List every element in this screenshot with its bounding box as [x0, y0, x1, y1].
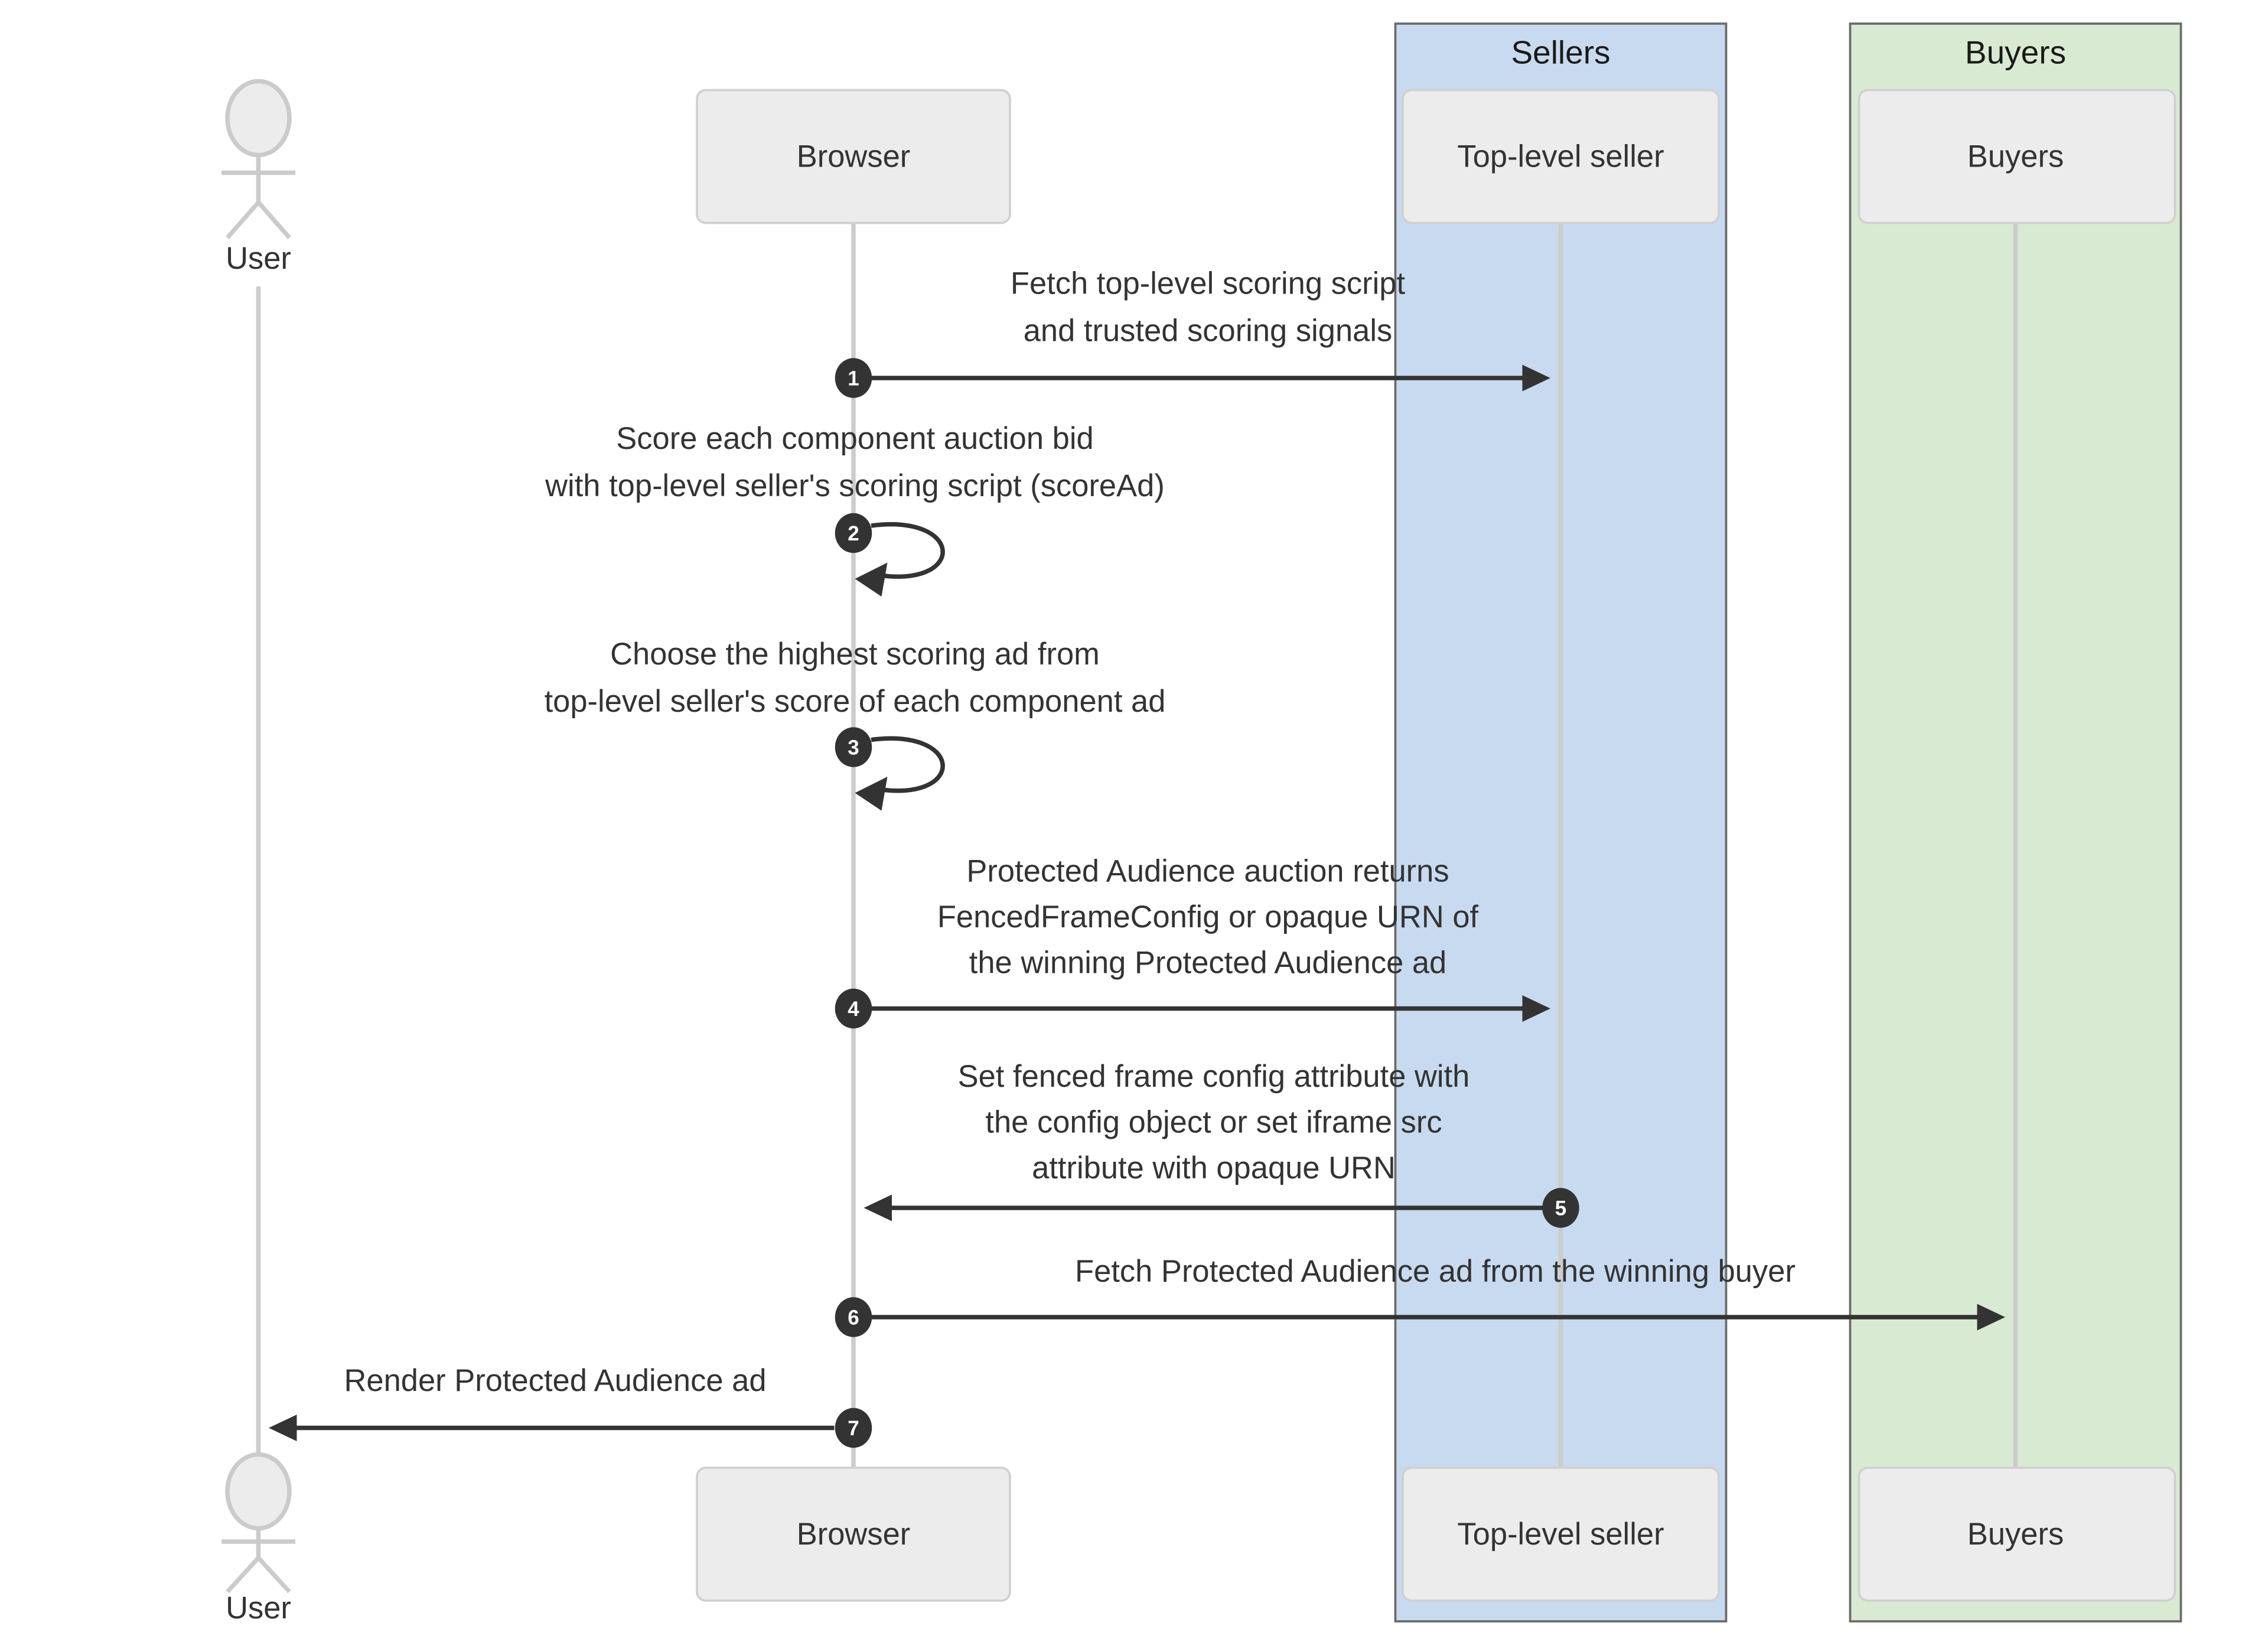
buyers-label-top: Buyers	[1967, 139, 2064, 174]
top-level-seller-label-top: Top-level seller	[1457, 139, 1664, 174]
browser-box-top	[696, 89, 1011, 224]
message-2-number: 2	[848, 522, 859, 545]
buyers-box-bottom	[1858, 1467, 2176, 1602]
message-6-arrowhead	[1977, 1304, 2005, 1331]
message-4-arrowhead	[1522, 995, 1550, 1022]
message-7-text-line-1: Render Protected Audience ad	[344, 1363, 766, 1398]
buyers-label-bottom: Buyers	[1967, 1517, 2064, 1552]
message-6-number-badge	[835, 1297, 872, 1337]
browser-box-bottom	[696, 1467, 1011, 1602]
user-label-bottom: User	[226, 1591, 291, 1625]
message-3-number-badge	[835, 727, 872, 767]
message-1-number: 1	[848, 367, 859, 390]
message-4-text-line-2: FencedFrameConfig or opaque URN of	[937, 900, 1479, 934]
sellers-band-title: Sellers	[1511, 34, 1610, 71]
actor-top-level-seller-top: Top-level seller	[1402, 89, 1720, 224]
user-label-top: User	[226, 241, 291, 276]
message-3: Choose the highest scoring ad from top-l…	[545, 637, 1166, 811]
buyers-band-title: Buyers	[1965, 34, 2066, 71]
message-2: Score each component auction bid with to…	[545, 421, 1165, 597]
top-level-seller-box-bottom	[1402, 1467, 1720, 1602]
message-5-text-line-3: attribute with opaque URN	[1032, 1151, 1396, 1185]
browser-label-bottom: Browser	[797, 1517, 911, 1552]
message-5-number-badge	[1542, 1188, 1579, 1228]
message-5-text-line-2: the config object or set iframe src	[985, 1105, 1442, 1140]
message-3-text-line-2: top-level seller's score of each compone…	[545, 684, 1166, 719]
message-7-arrowhead	[269, 1415, 297, 1441]
user-figure-right-leg	[256, 201, 291, 239]
actor-top-level-seller-bottom: Top-level seller	[1402, 1467, 1720, 1602]
message-3-arrowhead	[855, 777, 888, 811]
user-figure-left-leg	[226, 201, 260, 239]
message-7: Render Protected Audience ad 7	[269, 1363, 872, 1448]
message-5-number: 5	[1555, 1197, 1566, 1220]
message-7-number: 7	[848, 1417, 859, 1440]
message-7-number-badge	[835, 1408, 872, 1448]
user-figure-left-leg	[226, 1556, 260, 1594]
top-level-seller-box-top	[1402, 89, 1720, 224]
message-6-number: 6	[848, 1307, 859, 1330]
message-2-loop-line	[871, 522, 945, 579]
message-4-text-line-1: Protected Audience auction returns	[966, 854, 1449, 889]
message-2-text-line-1: Score each component auction bid	[616, 421, 1093, 456]
message-4-number-badge	[835, 988, 872, 1029]
message-6: Fetch Protected Audience ad from the win…	[835, 1254, 2005, 1337]
message-4-number: 4	[848, 998, 859, 1021]
message-3-loop-line	[871, 736, 945, 793]
message-3-text-line-1: Choose the highest scoring ad from	[610, 637, 1100, 672]
message-1: Fetch top-level scoring script and trust…	[835, 266, 1550, 398]
message-1-number-badge	[835, 358, 872, 398]
actor-user-top: User	[221, 79, 295, 276]
message-2-arrowhead	[855, 562, 888, 597]
top-level-seller-label-bottom: Top-level seller	[1457, 1517, 1664, 1552]
message-3-number: 3	[848, 737, 859, 760]
actor-buyers-top: Buyers	[1858, 89, 2176, 224]
actor-user-bottom: User	[221, 1452, 295, 1625]
user-figure-head	[225, 1452, 292, 1531]
message-2-text-line-2: with top-level seller's scoring script (…	[545, 468, 1165, 503]
user-figure-head	[225, 79, 292, 158]
message-5-text-line-1: Set fenced frame config attribute with	[958, 1059, 1470, 1094]
user-figure-right-leg	[256, 1556, 291, 1594]
actor-browser-top: Browser	[696, 89, 1011, 224]
browser-label-top: Browser	[797, 139, 911, 174]
message-1-arrowhead	[1522, 364, 1550, 392]
message-5: Set fenced frame config attribute with t…	[863, 1059, 1579, 1228]
message-2-number-badge	[835, 513, 872, 553]
message-6-text-line-1: Fetch Protected Audience ad from the win…	[1075, 1254, 1795, 1289]
message-1-text-line-2: and trusted scoring signals	[1024, 314, 1393, 348]
message-4-text-line-3: the winning Protected Audience ad	[969, 946, 1447, 980]
message-1-text-line-1: Fetch top-level scoring script	[1011, 266, 1406, 301]
message-5-arrowhead	[863, 1194, 892, 1221]
message-4: Protected Audience auction returns Fence…	[835, 854, 1550, 1029]
actor-buyers-bottom: Buyers	[1858, 1467, 2176, 1602]
buyers-box-top	[1858, 89, 2176, 224]
actor-browser-bottom: Browser	[696, 1467, 1011, 1602]
